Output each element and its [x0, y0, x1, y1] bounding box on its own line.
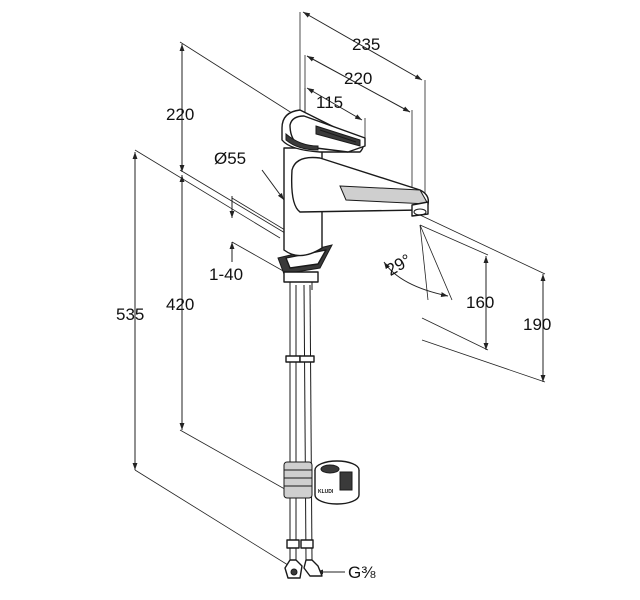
label-thread: G⅜ [348, 563, 376, 582]
label-angle: 29° [383, 250, 415, 279]
label-160: 160 [466, 293, 494, 312]
spout [290, 156, 430, 213]
dimension-lines [132, 11, 546, 575]
fixing-nut: KLUDI [314, 460, 360, 505]
dim-115-line [306, 87, 363, 121]
faucet: KLUDI [277, 109, 430, 579]
label-420: 420 [166, 295, 194, 314]
label-535: 535 [116, 305, 144, 324]
label-115: 115 [316, 93, 343, 112]
dimension-labels: 235 220 115 220 Ø55 1-40 535 420 29° 160… [116, 35, 551, 582]
mounting-assembly [283, 461, 313, 499]
hose-ends [284, 559, 323, 579]
label-diameter: Ø55 [214, 149, 246, 168]
label-1-40: 1-40 [209, 265, 243, 284]
label-190: 190 [523, 315, 551, 334]
brand-mark: KLUDI [318, 489, 334, 495]
lever-handle [281, 109, 366, 153]
base-plate [277, 244, 333, 290]
dim-220-top-line [306, 55, 411, 113]
dim-55-leader [261, 169, 285, 201]
label-220-left: 220 [166, 105, 194, 124]
label-220-top: 220 [344, 69, 372, 88]
supply-hoses [285, 284, 315, 561]
dim-angle-arc [383, 261, 449, 297]
label-235: 235 [352, 35, 380, 54]
